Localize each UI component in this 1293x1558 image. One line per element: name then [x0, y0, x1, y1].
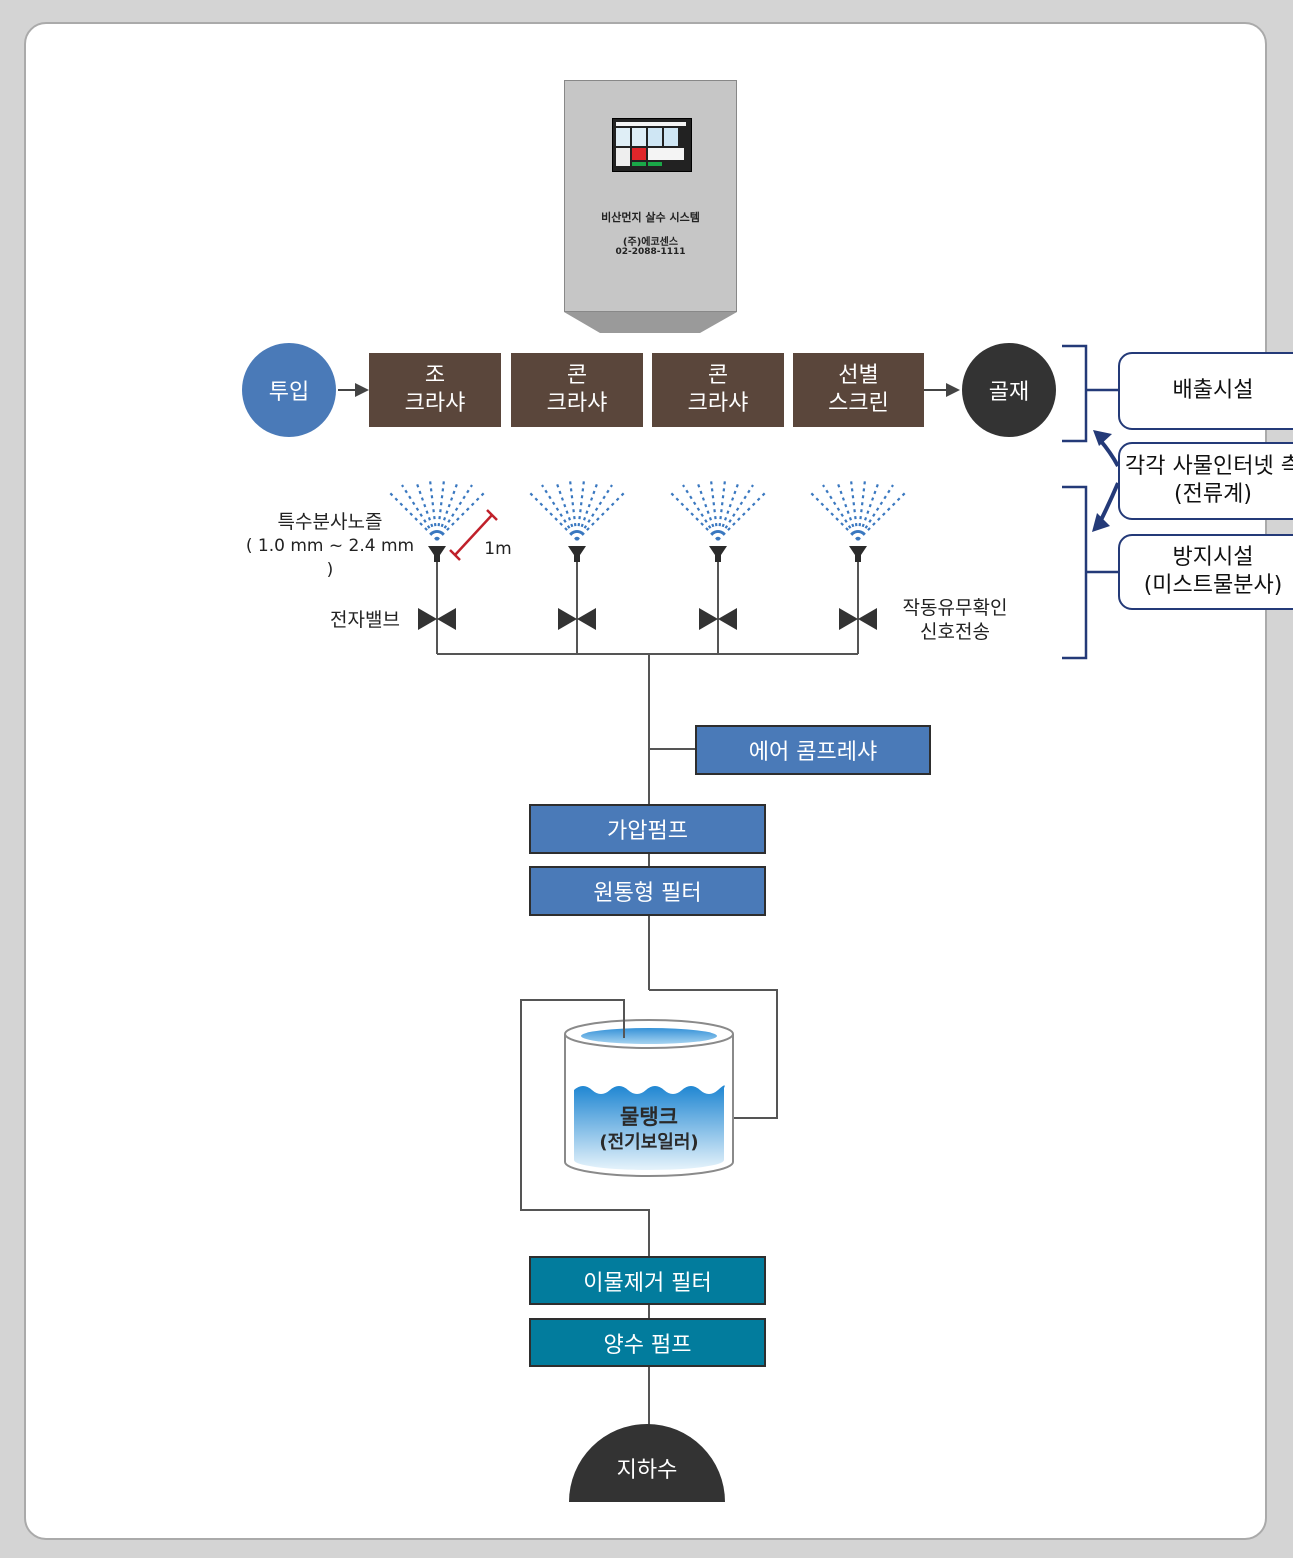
step-line2: 크라샤: [546, 391, 608, 416]
input-label: 투입: [268, 380, 310, 405]
control-cabinet: 비산먼지 살수 시스템 (주)에코센스 02-2088-1111: [564, 80, 737, 312]
debris-filter: 이물제거 필터: [529, 1256, 766, 1305]
brackets: [1062, 344, 1120, 660]
jaw-crusher: 조 크라샤: [369, 353, 501, 427]
valve-label: 전자밸브: [330, 609, 400, 631]
step-line1: 조: [424, 363, 446, 388]
nozzle-label-line1: 특수분사노즐: [277, 511, 383, 533]
input-node: 투입: [242, 343, 336, 437]
step-line2: 스크린: [828, 391, 889, 416]
pressure-pump: 가압펌프: [529, 804, 766, 854]
step-line2: 크라샤: [404, 391, 466, 416]
step-line1: 콘: [707, 363, 729, 388]
water-tank: [564, 1019, 734, 1177]
cabinet-screen: [612, 118, 692, 172]
prevention-label-line1: 방지시설: [1172, 545, 1254, 570]
step-line1: 선별: [838, 363, 879, 388]
nozzle-label: 특수분사노즐 ( 1.0 mm ~ 2.4 mm ): [240, 510, 420, 582]
cabinet-shadow: [564, 312, 737, 333]
valves: [418, 608, 877, 630]
signal-label: 작동유무확인 신호전송: [890, 596, 1020, 644]
iot-curved-arrows: [1092, 430, 1120, 532]
air-compressor-label: 에어 콤프레샤: [748, 740, 878, 765]
nozzles: [428, 546, 867, 562]
cabinet-company: (주)에코센스: [622, 237, 679, 248]
iot-box: 각각 사물인터넷 측 (전류계): [1118, 442, 1293, 520]
emission-label: 배출시설: [1172, 378, 1254, 403]
screening: 선별 스크린: [793, 353, 924, 427]
iot-label-line1: 각각 사물인터넷 측: [1125, 454, 1293, 479]
air-compressor: 에어 콤프레샤: [695, 725, 931, 775]
sprays: [388, 479, 907, 541]
distance-marker: [449, 509, 498, 561]
prevention-label-line2: (미스트물분사): [1143, 573, 1283, 598]
output-label: 골재: [988, 380, 1030, 405]
tank-label-line2: (전기보일러): [599, 1132, 699, 1153]
cylinder-filter-label: 원통형 필터: [593, 881, 702, 906]
nozzle-label-line2: ( 1.0 mm ~ 2.4 mm ): [245, 536, 415, 580]
groundwater-label: 지하수: [616, 1458, 678, 1483]
lift-pump: 양수 펌프: [529, 1318, 766, 1367]
cylinder-filter: 원통형 필터: [529, 866, 766, 916]
pressure-pump-label: 가압펌프: [607, 819, 688, 844]
step-line2: 크라샤: [687, 391, 749, 416]
emission-facility-box: 배출시설: [1118, 352, 1293, 430]
groundwater-dome: [569, 1424, 725, 1502]
water-tank-label: 물탱크 (전기보일러): [565, 1104, 733, 1156]
cone-crusher-1: 콘 크라샤: [511, 353, 643, 427]
cabinet-title: 비산먼지 살수 시스템: [601, 211, 700, 224]
lift-pump-label: 양수 펌프: [603, 1332, 692, 1358]
cone-crusher-2: 콘 크라샤: [652, 353, 784, 427]
prevention-facility-box: 방지시설 (미스트물분사): [1118, 534, 1293, 610]
tank-label-line1: 물탱크: [620, 1105, 678, 1129]
distance-label: 1m: [484, 539, 512, 559]
signal-label-line1: 작동유무확인: [902, 597, 1008, 619]
signal-label-line2: 신호전송: [920, 621, 990, 643]
cabinet-phone: 02-2088-1111: [615, 247, 686, 257]
step-line1: 콘: [566, 363, 588, 388]
debris-filter-label: 이물제거 필터: [583, 1270, 712, 1296]
output-node: 골재: [962, 343, 1056, 437]
process-arrows: [338, 383, 960, 397]
iot-label-line2: (전류계): [1174, 482, 1252, 507]
